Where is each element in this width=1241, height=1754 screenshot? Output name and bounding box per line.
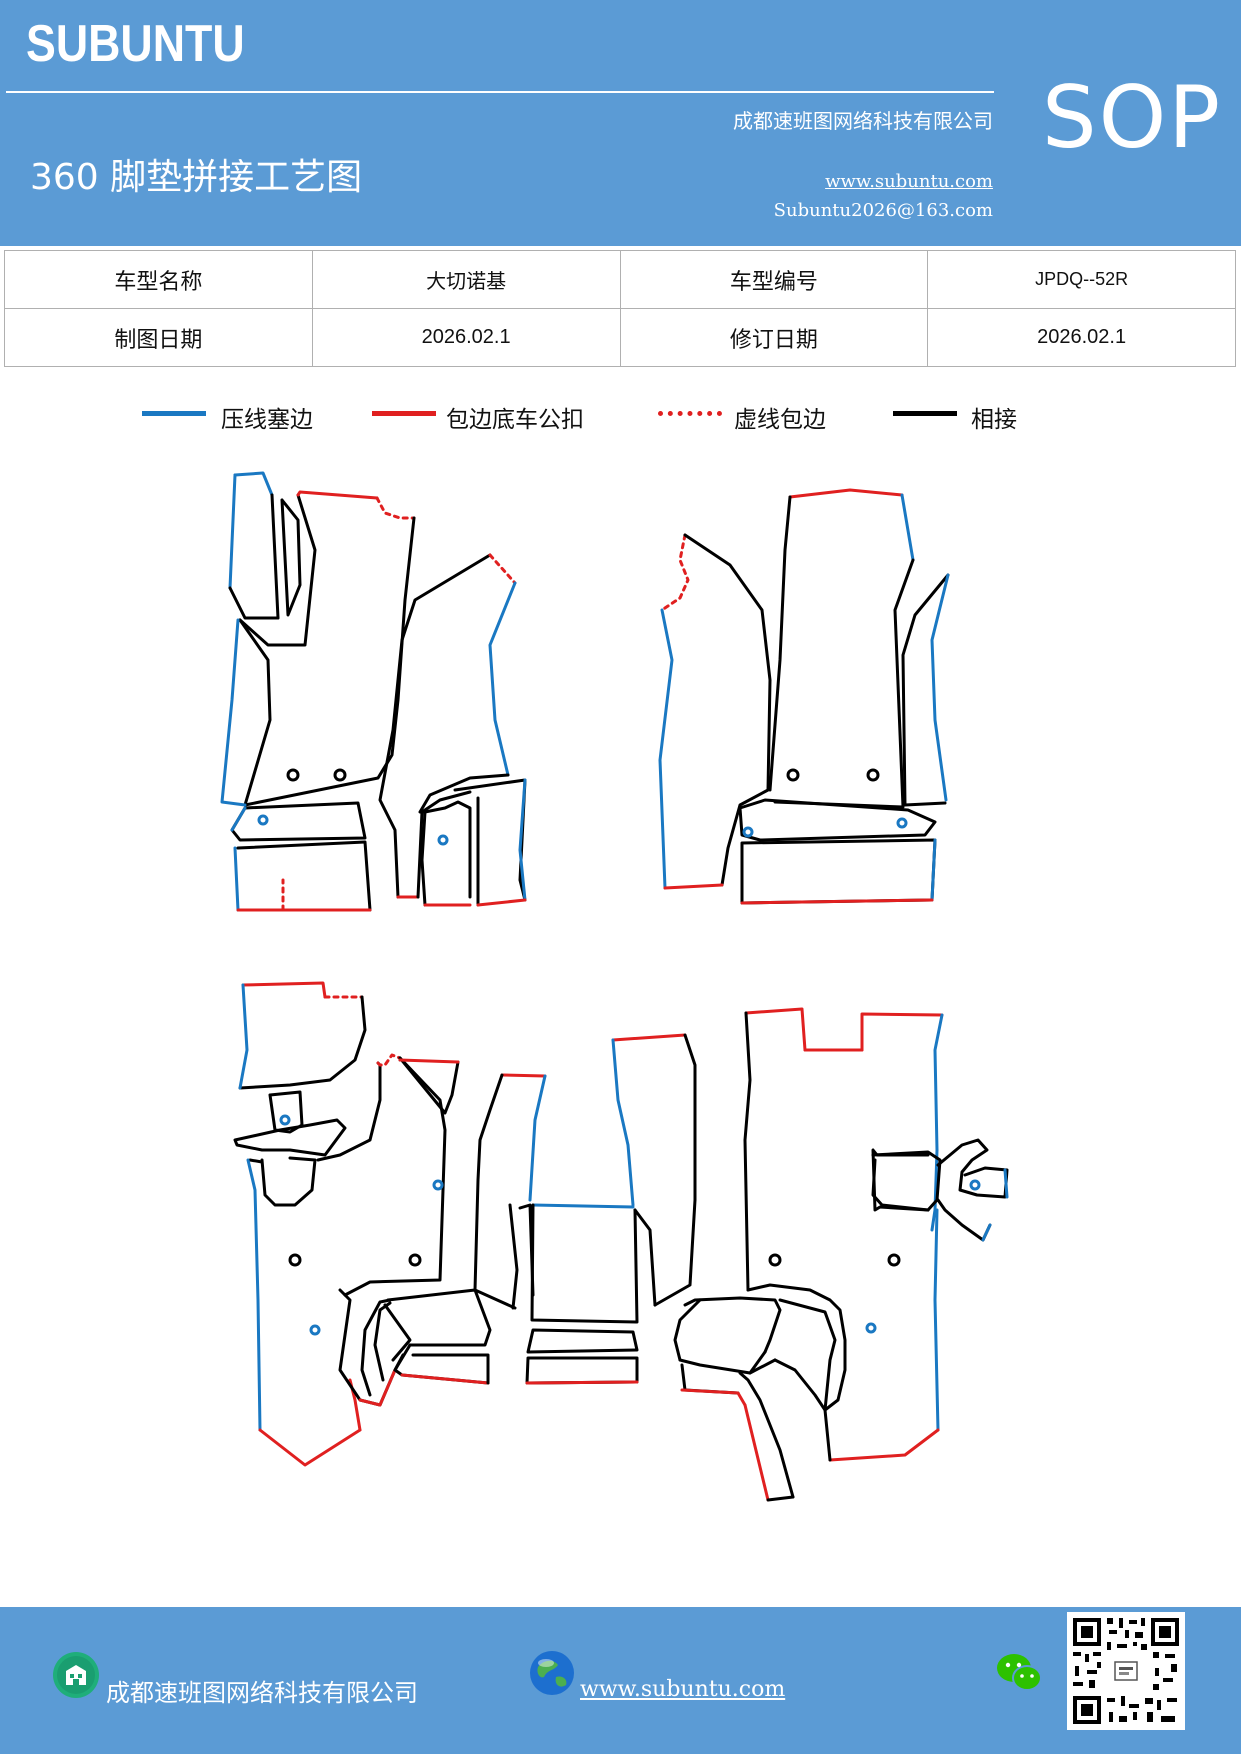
floor-mat-pattern-drawing bbox=[220, 471, 1009, 1502]
top-left-pieces bbox=[220, 471, 527, 912]
legend-label: 相接 bbox=[971, 407, 1017, 433]
model-code-label: 车型编号 bbox=[619, 250, 929, 309]
legend-swatch-blue-solid bbox=[142, 411, 206, 416]
revise-date-label: 修订日期 bbox=[619, 308, 929, 367]
legend-swatch-black-solid bbox=[893, 411, 957, 416]
bottom-right-pieces bbox=[673, 1007, 1009, 1502]
model-name-value: 大切诺基 bbox=[311, 250, 621, 309]
table-row: 车型名称 大切诺基 车型编号 JPDQ--52R bbox=[4, 250, 1236, 309]
building-icon bbox=[53, 1652, 99, 1698]
footer-website-link[interactable]: www.subuntu.com bbox=[580, 1677, 786, 1702]
legend-swatch-red-dotted bbox=[658, 411, 722, 416]
footer: 成都速班图网络科技有限公司 www.subuntu.com bbox=[0, 1607, 1241, 1754]
info-table: 车型名称 大切诺基 车型编号 JPDQ--52R 制图日期 2026.02.1 … bbox=[4, 250, 1236, 367]
bottom-left-pieces bbox=[233, 981, 547, 1467]
legend-swatch-red-solid bbox=[372, 411, 436, 416]
table-row: 制图日期 2026.02.1 修订日期 2026.02.1 bbox=[4, 308, 1236, 367]
top-right-pieces bbox=[658, 488, 950, 905]
footer-company: 成都速班图网络科技有限公司 bbox=[106, 1679, 418, 1707]
legend-label: 包边底车公扣 bbox=[446, 407, 584, 433]
model-code-value: JPDQ--52R bbox=[927, 250, 1236, 309]
draw-date-label: 制图日期 bbox=[4, 308, 313, 367]
header-website-link[interactable]: www.subuntu.com bbox=[825, 171, 993, 192]
revise-date-value: 2026.02.1 bbox=[927, 308, 1236, 367]
legend-label: 虚线包边 bbox=[734, 407, 826, 433]
header-company: 成都速班图网络科技有限公司 bbox=[733, 109, 993, 133]
header-divider bbox=[6, 91, 994, 93]
header-email: Subuntu2026@163.com bbox=[773, 200, 993, 221]
page-title: 360 脚垫拼接工艺图 bbox=[30, 157, 363, 198]
draw-date-value: 2026.02.1 bbox=[311, 308, 621, 367]
sop-badge: SOP bbox=[1042, 68, 1223, 168]
model-name-label: 车型名称 bbox=[4, 250, 313, 309]
brand-logo: SUBUNTU bbox=[26, 15, 245, 73]
legend-label: 压线塞边 bbox=[221, 407, 313, 433]
bottom-center-pieces bbox=[525, 1033, 697, 1385]
qr-code[interactable] bbox=[1067, 1612, 1185, 1730]
wechat-icon bbox=[997, 1654, 1042, 1691]
header: SUBUNTU 成都速班图网络科技有限公司 360 脚垫拼接工艺图 www.su… bbox=[0, 0, 1241, 246]
globe-icon bbox=[530, 1651, 574, 1695]
